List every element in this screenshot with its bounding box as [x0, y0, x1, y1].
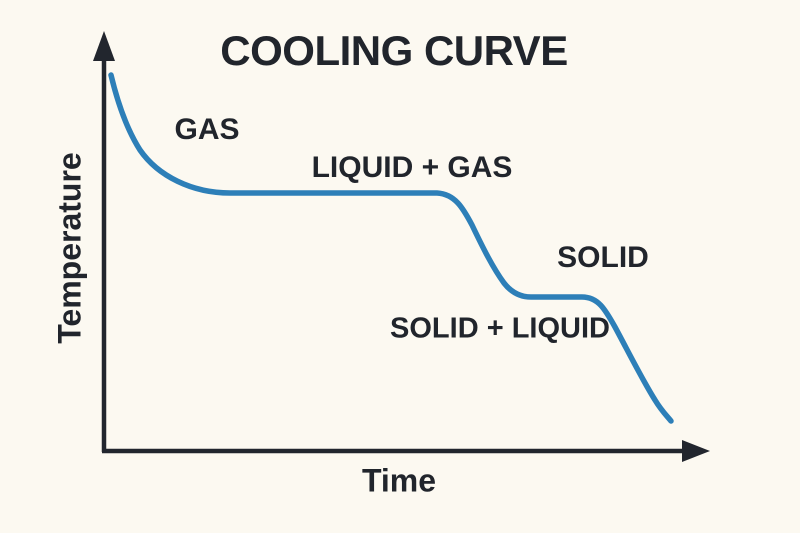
cooling-curve-path: [108, 72, 674, 424]
region-label-solid-liquid: SOLID + LIQUID: [390, 312, 610, 345]
y-axis-arrowhead-icon: [93, 31, 115, 61]
x-axis-label: Time: [361, 462, 437, 499]
x-axis-arrowhead-icon: [682, 440, 710, 462]
chart-title: COOLING CURVE: [220, 27, 568, 74]
y-axis-label: Temperature: [51, 152, 88, 344]
region-label-gas: GAS: [174, 113, 240, 146]
region-label-liquid-gas: LIQUID + GAS: [311, 151, 513, 184]
region-label-solid: SOLID: [557, 241, 649, 274]
